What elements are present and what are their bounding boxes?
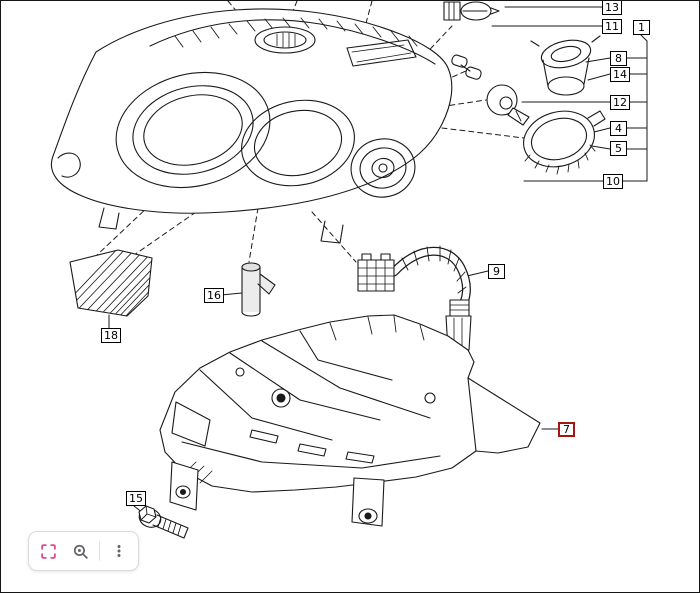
callout-leader-lines [108, 6, 648, 514]
retaining-spring-clip[interactable] [451, 54, 482, 80]
bracket-left-foot [169, 461, 199, 511]
callout-13[interactable]: 13 [602, 0, 622, 15]
wiring-harness-connector[interactable] [357, 245, 472, 359]
callout-8[interactable]: 8 [610, 51, 627, 66]
crop-selection-icon [40, 543, 56, 559]
headlight-housing[interactable] [50, 8, 453, 244]
housing-tab-right [320, 220, 344, 244]
callout-5[interactable]: 5 [610, 141, 627, 156]
projector-lens [350, 138, 416, 198]
image-search-button[interactable] [65, 535, 95, 567]
more-options-button[interactable] [104, 535, 134, 567]
bracket-right-foot [351, 477, 385, 527]
housing-left-tip [57, 152, 81, 178]
crop-selection-button[interactable] [33, 535, 63, 567]
callout-7-highlighted[interactable]: 7 [558, 422, 575, 437]
adjuster-opening [254, 26, 316, 54]
callout-1[interactable]: 1 [633, 20, 650, 35]
mounting-screw[interactable] [137, 505, 189, 539]
callout-15[interactable]: 15 [126, 491, 146, 506]
callout-11[interactable]: 11 [602, 19, 622, 34]
bulb-holder-socket[interactable] [530, 35, 601, 96]
protective-cap[interactable] [50, 238, 218, 326]
callout-14[interactable]: 14 [610, 67, 630, 82]
bulb-carrier-pin[interactable] [241, 262, 276, 317]
image-search-icon [73, 544, 88, 559]
parking-light-bulb[interactable] [486, 84, 530, 126]
toolbar-divider [99, 541, 100, 561]
housing-tab-left [98, 207, 120, 230]
main-lens-ring [115, 71, 271, 189]
more-options-icon [117, 545, 121, 557]
halogen-bulb[interactable] [443, 1, 500, 21]
second-lens-ring [241, 99, 355, 187]
callout-9[interactable]: 9 [488, 264, 505, 279]
callout-16[interactable]: 16 [204, 288, 224, 303]
callout-18[interactable]: 18 [101, 328, 121, 343]
housing-rim-hatching [174, 17, 418, 48]
callout-4[interactable]: 4 [610, 121, 627, 136]
callout-10[interactable]: 10 [603, 174, 623, 189]
headlight-mounting-bracket[interactable] [159, 314, 541, 527]
housing-vent-detail [346, 39, 417, 67]
callout-12[interactable]: 12 [610, 95, 630, 110]
image-tools-toolbar [28, 531, 139, 571]
retaining-ring[interactable] [517, 103, 606, 175]
